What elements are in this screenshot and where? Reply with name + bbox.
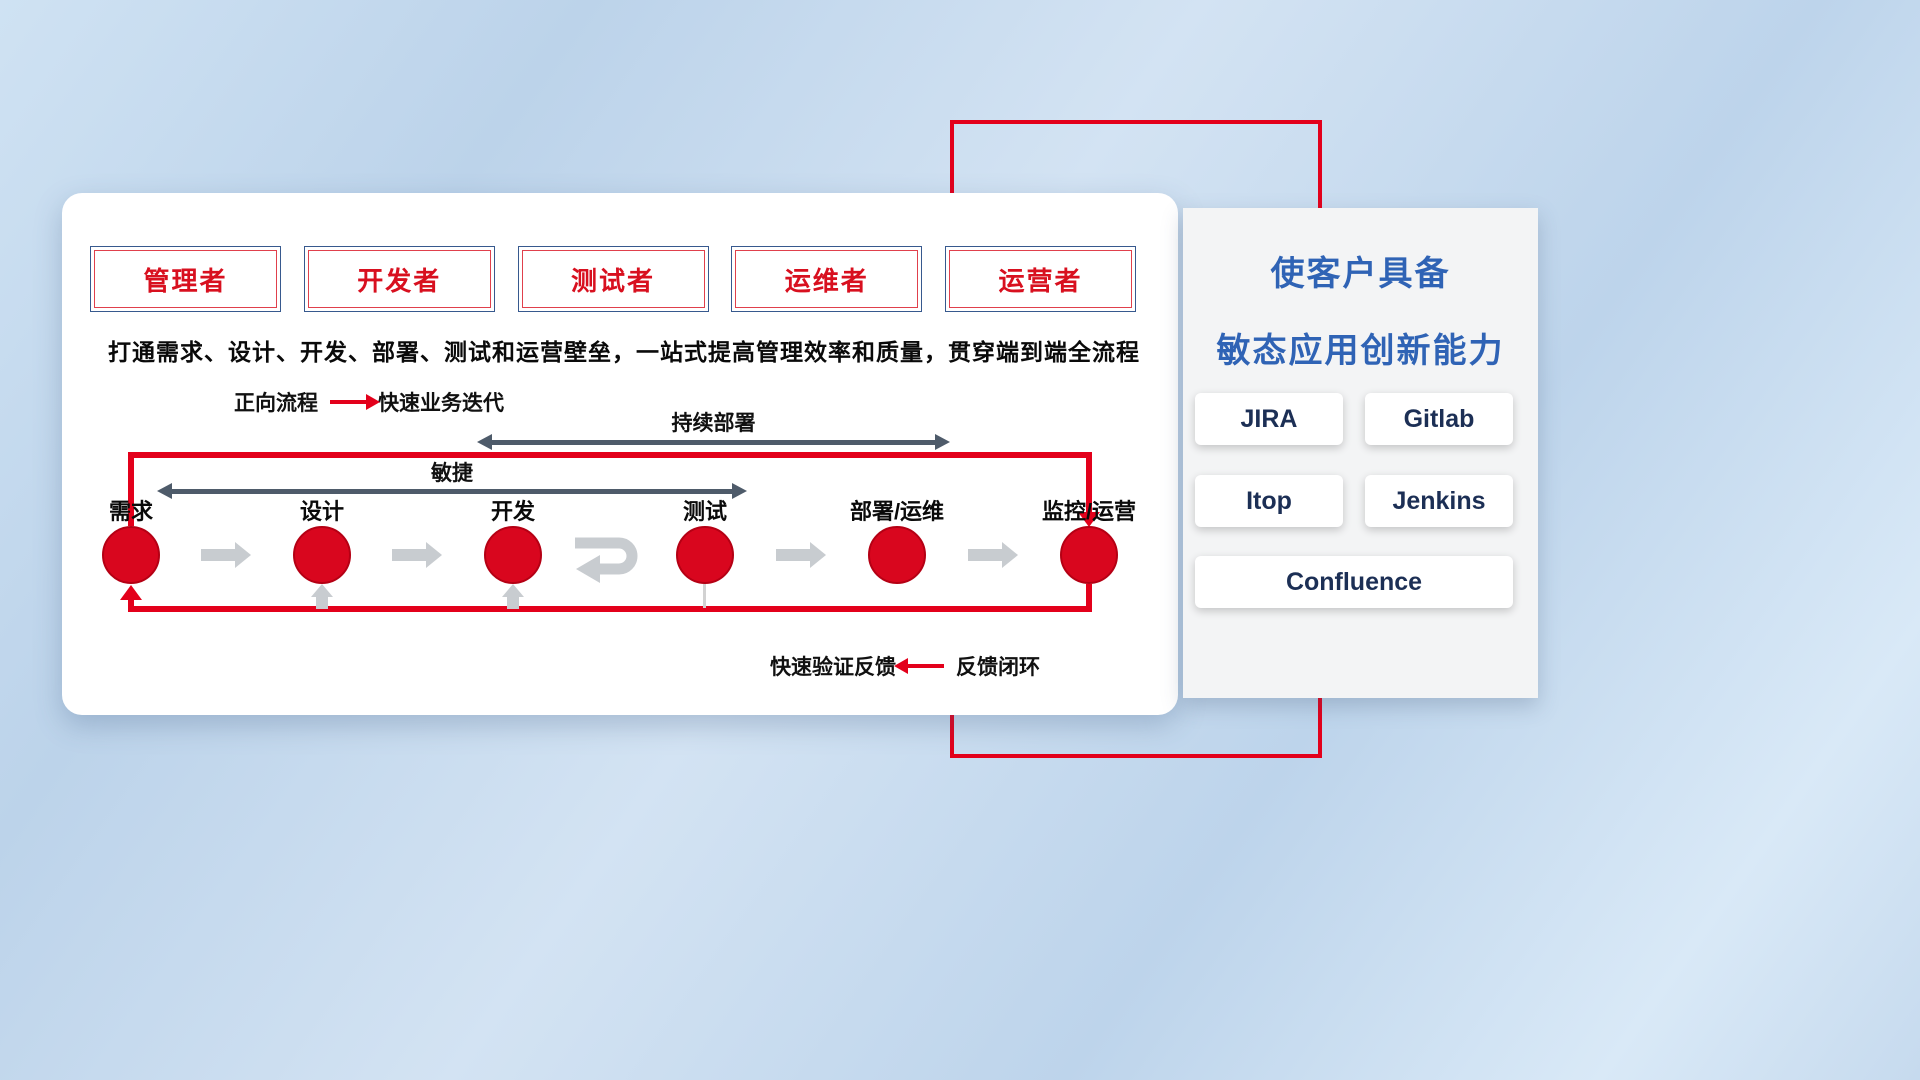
- red-loop-right-vertical: [1086, 452, 1092, 512]
- iteration-loop-arrow-icon: [575, 537, 638, 583]
- tool-box-gitlab: Gitlab: [1365, 393, 1513, 445]
- panel-title-line1: 使客户具备: [1270, 255, 1451, 293]
- flow-arrow-icon: [776, 542, 826, 568]
- continuous-deploy-label: 持续部署: [671, 412, 756, 435]
- flow-arrow-icon: [968, 542, 1018, 568]
- stage-label-design: 设计: [299, 499, 344, 524]
- stage-circle-design: [293, 526, 351, 584]
- feedback-up-arrow-icon: [311, 584, 333, 609]
- continuous-deploy-double-arrow-icon: [477, 434, 950, 450]
- red-loop-up-arrowhead-icon: [120, 585, 142, 600]
- stage-circle-requirements: [102, 526, 160, 584]
- role-label: 开发者: [357, 265, 442, 296]
- legend-feedback-desc: 反馈闭环: [956, 656, 1040, 679]
- role-box-ops: 运维者: [731, 246, 923, 312]
- legend-forward-label: 正向流程: [234, 392, 318, 415]
- stage-circle-deploy-ops: [868, 526, 926, 584]
- red-loop-right-bottom-vertical: [1086, 584, 1092, 608]
- legend-feedback: 快速验证反馈 反馈闭环: [770, 651, 1040, 681]
- forward-arrow-icon: [330, 394, 380, 410]
- stage-circle-development: [484, 526, 542, 584]
- flow-arrow-icon: [201, 542, 251, 568]
- card-subtitle: 打通需求、设计、开发、部署、测试和运营壁垒，一站式提高管理效率和质量，贯穿端到端…: [108, 339, 1140, 365]
- stage-circle-monitor-operate: [1060, 526, 1118, 584]
- role-label: 运营者: [998, 265, 1083, 296]
- stage-label-testing: 测试: [682, 499, 727, 524]
- roles-row: 管理者 开发者 测试者 运维者 运营者: [90, 246, 1136, 312]
- legend-forward: 正向流程 快速业务迭代: [234, 387, 504, 417]
- tool-box-jira: JIRA: [1195, 393, 1343, 445]
- red-loop-down-arrowhead-icon: [1078, 512, 1100, 527]
- role-label: 运维者: [784, 265, 869, 296]
- agile-double-arrow-icon: [157, 483, 747, 499]
- role-box-manager: 管理者: [90, 246, 281, 312]
- red-loop-top-line: [128, 452, 1092, 458]
- capability-panel: 使客户具备 敏态应用创新能力 JIRA Gitlab Itop Jenkins …: [1183, 208, 1538, 698]
- tool-box-confluence: Confluence: [1195, 556, 1513, 608]
- panel-title-line2: 敏态应用创新能力: [1216, 332, 1505, 370]
- legend-forward-desc: 快速业务迭代: [378, 392, 504, 415]
- devops-flow-card: 管理者 开发者 测试者 运维者 运营者 打通需求、设计、开发、部署、测试和运营壁…: [62, 193, 1178, 715]
- tool-box-itop: Itop: [1195, 475, 1343, 527]
- red-loop-bottom-line: [128, 606, 1092, 612]
- role-label: 管理者: [143, 265, 228, 296]
- agile-label: 敏捷: [431, 462, 473, 485]
- red-loop-left-vertical: [128, 452, 134, 526]
- red-loop-left-bottom-stub: [128, 598, 134, 608]
- test-feedback-connector: [703, 584, 706, 608]
- role-box-operator: 运营者: [945, 246, 1136, 312]
- stage-label-deploy-ops: 部署/运维: [849, 499, 945, 524]
- stage-label-development: 开发: [490, 499, 535, 524]
- role-box-developer: 开发者: [303, 246, 495, 312]
- stage-label-monitor-operate: 监控/运营: [1041, 499, 1137, 524]
- feedback-arrow-icon: [894, 658, 944, 674]
- stage-label-requirements: 需求: [108, 499, 153, 524]
- feedback-up-arrow-icon: [502, 584, 524, 609]
- tool-box-jenkins: Jenkins: [1365, 475, 1513, 527]
- role-label: 测试者: [570, 265, 655, 296]
- stage-circle-testing: [676, 526, 734, 584]
- flow-arrow-icon: [392, 542, 442, 568]
- legend-feedback-label: 快速验证反馈: [770, 656, 896, 679]
- role-box-tester: 测试者: [517, 246, 709, 312]
